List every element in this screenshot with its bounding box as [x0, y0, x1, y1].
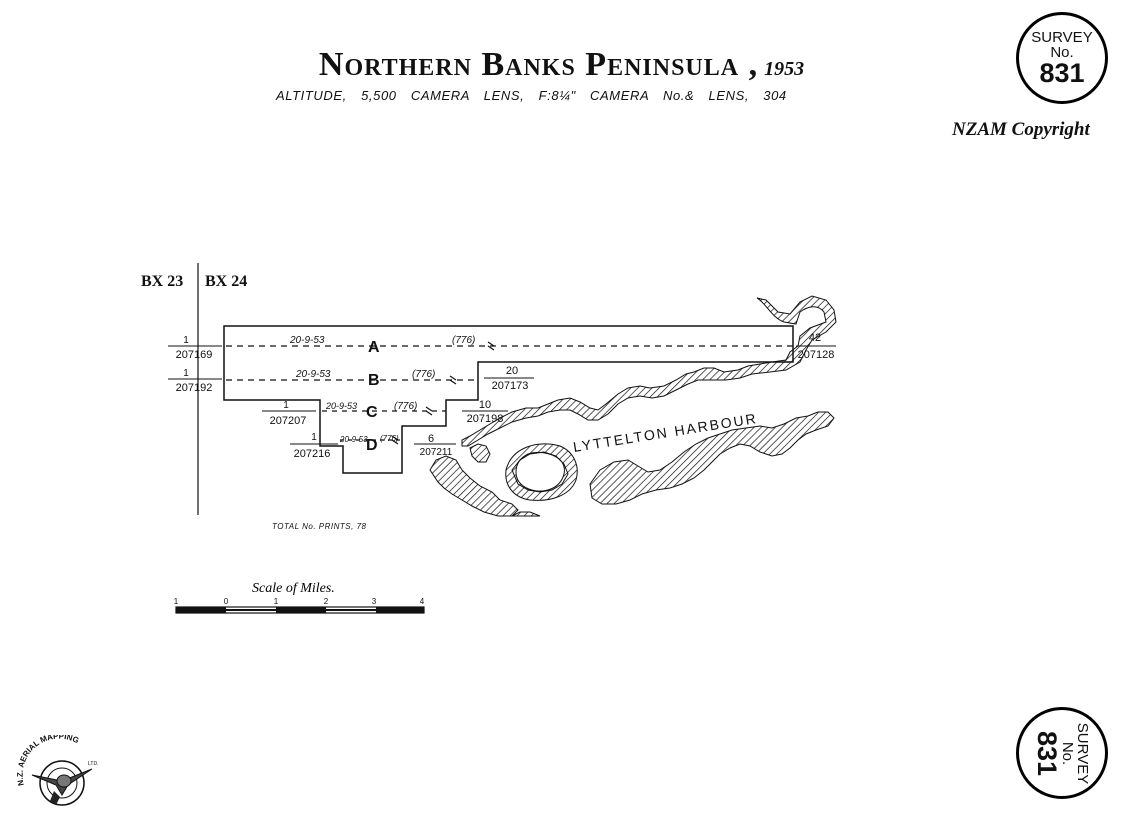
run-a-start-number: 1 — [183, 335, 189, 346]
run-b-lens: (776) — [412, 369, 435, 380]
title-year: 1953 — [764, 58, 805, 80]
scale-bar: Scale of Miles. 1 0 1 2 3 4 — [174, 581, 425, 614]
run-a-label: A — [368, 339, 380, 356]
run-c-date: 20-9-53 — [325, 401, 357, 411]
run-b-date: 20-9-53 — [295, 369, 331, 380]
run-a-start-print: 207169 — [176, 349, 213, 361]
sheet-label-right: BX 24 — [205, 273, 248, 290]
run-c-end-number: 10 — [479, 399, 491, 411]
run-d-date: 20-9-53 — [339, 435, 368, 444]
scale-tick-label: 0 — [224, 597, 229, 606]
map-title: Northern Banks Peninsula ,1953 — [0, 46, 1123, 84]
scale-tick-label: 1 — [274, 597, 279, 606]
scale-tick-label: 3 — [372, 597, 377, 606]
run-a-end-print: 207128 — [798, 349, 835, 361]
scale-tick-label: 2 — [324, 597, 329, 606]
run-a-end-number: 42 — [809, 332, 821, 344]
run-b-start-number: 1 — [183, 368, 189, 379]
sheet-label-left: BX 23 — [141, 273, 184, 290]
run-d-end-print: 207211 — [420, 447, 453, 458]
run-b-start-print: 207192 — [176, 382, 213, 394]
coverage-outline — [223, 325, 794, 474]
run-d-start-print: 207216 — [294, 448, 331, 460]
run-b-end-number: 20 — [506, 365, 518, 377]
run-c-start-print: 207207 — [270, 415, 307, 427]
run-d-lens: (776) — [380, 434, 399, 443]
flight-parameters: ALTITUDE, 5,500 CAMERA LENS, F:8¼" CAMER… — [276, 88, 787, 103]
run-c-end-print: 207198 — [467, 413, 504, 425]
title-text: Northern Banks Peninsula , — [318, 46, 759, 83]
scale-segment — [226, 609, 276, 611]
run-c-lens: (776) — [394, 401, 417, 412]
survey-number-seal-top: SURVEY No. 831 — [1016, 12, 1108, 104]
logo-subtext: LTD. — [88, 761, 98, 767]
scale-segment — [276, 607, 326, 613]
scale-title: Scale of Miles. — [252, 581, 335, 596]
scale-segment — [376, 607, 424, 613]
run-d-start-number: 1 — [311, 432, 317, 443]
run-a-date: 20-9-53 — [289, 335, 325, 346]
run-c-label: C — [366, 404, 378, 421]
run-d-label: D — [366, 437, 378, 454]
seal-survey-label: SURVEY — [1031, 28, 1093, 46]
run-c-start-number: 1 — [283, 400, 289, 411]
scale-tick-label: 1 — [174, 597, 179, 606]
run-direction-arrows — [391, 341, 495, 445]
nz-aerial-mapping-logo-icon: N.Z. AERIAL MAPPING LTD. — [16, 735, 98, 806]
run-b-end-print: 207173 — [492, 380, 529, 392]
run-a-lens: (776) — [452, 335, 475, 346]
run-b-label: B — [368, 372, 380, 389]
coastline — [429, 295, 837, 517]
seal-no-label: No. — [1050, 43, 1074, 61]
scale-segment — [326, 609, 376, 611]
scale-tick-label: 4 — [420, 597, 425, 606]
total-prints-note: TOTAL No. PRINTS, 78 — [272, 522, 367, 531]
seal-survey-number: 831 — [1039, 57, 1085, 88]
run-d-end-number: 6 — [428, 433, 434, 445]
copyright-notice: NZAM Copyright — [952, 119, 1090, 140]
survey-number-seal-bottom: SURVEY No. 831 — [1016, 707, 1108, 799]
scale-segment — [176, 607, 226, 613]
